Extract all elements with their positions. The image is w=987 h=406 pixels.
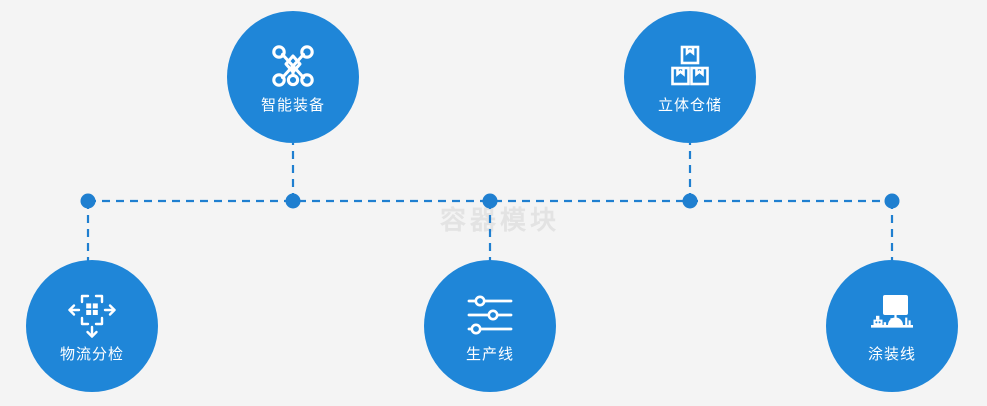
bubble-label: 生产线	[465, 345, 514, 363]
bubble-label: 涂装线	[867, 345, 916, 363]
node-smart-equipment[interactable]	[285, 193, 301, 209]
node-production-line[interactable]	[482, 193, 498, 209]
sliders-icon	[465, 291, 515, 339]
node-warehouse[interactable]	[682, 193, 698, 209]
sorting-arrows-icon	[67, 291, 117, 339]
node-left[interactable]	[80, 193, 96, 209]
bubble-smart-equipment[interactable]: 智能装备	[227, 11, 359, 143]
bubble-logistics-sorting[interactable]: 物流分检	[26, 260, 158, 392]
network-nodes-icon	[268, 42, 318, 90]
node-right[interactable]	[884, 193, 900, 209]
stacked-boxes-icon	[665, 42, 715, 90]
bubble-label: 物流分检	[59, 345, 124, 363]
watermark-text: 容器模块	[440, 205, 561, 235]
bubble-production-line[interactable]: 生产线	[424, 260, 556, 392]
bubble-coating-line[interactable]: 涂装线	[826, 260, 958, 392]
bubble-stereoscopic-warehouse[interactable]: 立体仓储	[624, 11, 756, 143]
bubble-label: 立体仓储	[657, 96, 722, 114]
bubble-label: 智能装备	[260, 96, 325, 114]
factory-machine-icon	[867, 291, 917, 339]
